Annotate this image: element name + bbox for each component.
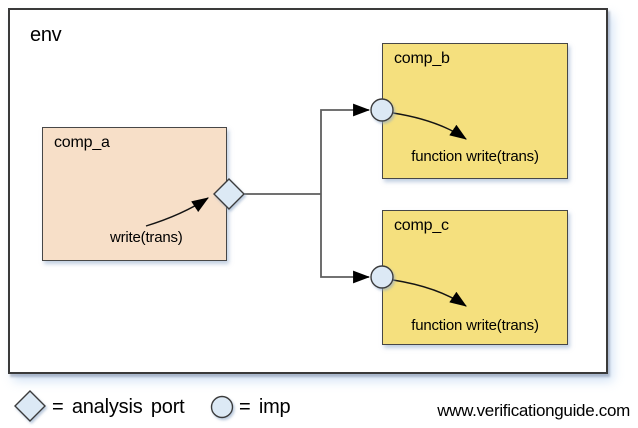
env-label: env [30, 24, 62, 46]
website-text: www.verificationguide.com [437, 401, 630, 420]
comp-c-label: comp_c [394, 217, 449, 234]
legend-imp-circle-icon [210, 395, 234, 419]
comp-c-method-label: function write(trans) [411, 317, 539, 334]
legend-analysis-port-label: = analysis port [52, 396, 185, 418]
comp-b-label: comp_b [394, 50, 450, 67]
comp-a-label: comp_a [54, 134, 110, 151]
legend-analysis-port-diamond-icon [14, 390, 46, 422]
comp-a-box: comp_a write(trans) [42, 127, 227, 261]
comp-b-method-label: function write(trans) [411, 148, 539, 165]
comp-c-box: comp_c function write(trans) [382, 210, 568, 345]
legend-imp-label: = imp [239, 396, 291, 418]
comp-a-method-label: write(trans) [110, 229, 183, 246]
comp-b-box: comp_b function write(trans) [382, 43, 568, 179]
